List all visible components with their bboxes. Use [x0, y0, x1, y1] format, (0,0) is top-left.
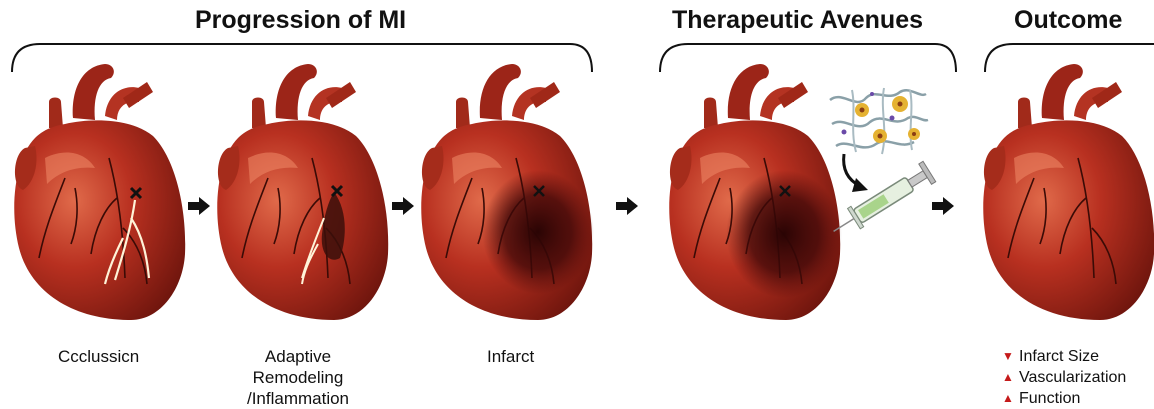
caption-remodeling-line: Remodeling: [240, 367, 356, 388]
arrow-right-icon: [616, 197, 638, 215]
outcome-label: Function: [1019, 388, 1080, 409]
caption-remodeling-line: /Inflammation: [240, 388, 356, 409]
caption-infarct: Infarct: [487, 346, 534, 367]
arrow-right-icon: [932, 197, 954, 215]
outcome-item: ▲ Function: [1002, 388, 1126, 409]
heart-outcome: [974, 58, 1154, 328]
arrow-right-icon: [188, 197, 210, 215]
arrow-right-icon: [392, 197, 414, 215]
caption-occlusion: Ccclussicn: [58, 346, 139, 367]
caption-remodeling: Adaptive Remodeling /Inflammation: [240, 346, 356, 409]
heart-infarct: [412, 58, 602, 328]
decrease-triangle-icon: ▼: [1002, 346, 1014, 367]
outcome-item: ▲ Vascularization: [1002, 367, 1126, 388]
outcome-label: Infarct Size: [1019, 346, 1099, 367]
heart-remodeling: [208, 58, 398, 328]
heart-occlusion: [5, 58, 195, 328]
outcome-label: Vascularization: [1019, 367, 1126, 388]
caption-remodeling-line: Adaptive: [240, 346, 356, 367]
outcome-list: ▼ Infarct Size ▲ Vascularization ▲ Funct…: [1002, 346, 1126, 409]
increase-triangle-icon: ▲: [1002, 388, 1014, 409]
increase-triangle-icon: ▲: [1002, 367, 1014, 388]
outcome-item: ▼ Infarct Size: [1002, 346, 1126, 367]
